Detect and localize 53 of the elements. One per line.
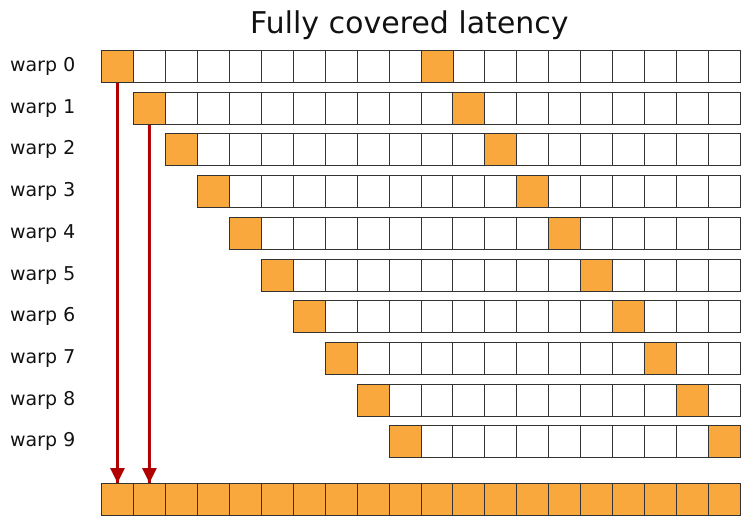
busy-slot: [484, 483, 518, 516]
busy-slot: [516, 483, 550, 516]
title: Fully covered latency: [250, 6, 569, 41]
busy-slot: [132, 92, 166, 125]
busy-slot: [292, 300, 326, 334]
arrow: [142, 124, 157, 483]
busy-slot: [260, 258, 294, 292]
busy-slot: [708, 483, 741, 516]
busy-slot: [196, 483, 230, 516]
busy-slot: [484, 133, 518, 166]
busy-slot: [356, 384, 390, 417]
row-label: warp 4: [10, 220, 76, 243]
busy-slot: [580, 258, 614, 292]
busy-slot: [132, 483, 166, 516]
row-label: warp 7: [10, 346, 76, 368]
row-label: warp 3: [10, 179, 76, 202]
busy-slot: [101, 50, 134, 83]
busy-slot: [164, 133, 198, 166]
busy-slot: [388, 483, 422, 516]
row-label: warp 0: [10, 54, 76, 76]
busy-slot: [164, 483, 198, 516]
busy-slot: [644, 483, 678, 516]
busy-slot: [228, 216, 262, 250]
busy-slot: [420, 483, 454, 516]
busy-slot: [676, 384, 710, 417]
busy-slot: [516, 175, 550, 208]
busy-slot: [196, 175, 230, 208]
busy-slot: [612, 300, 646, 334]
busy-slot: [356, 483, 390, 516]
busy-slot: [580, 483, 614, 516]
row-label: warp 5: [10, 262, 76, 284]
busy-slot: [101, 483, 134, 516]
row-label: warp 2: [10, 137, 76, 160]
busy-slot: [324, 342, 358, 375]
row-label: warp 9: [10, 429, 76, 452]
busy-slot: [324, 483, 358, 516]
busy-slot: [548, 483, 582, 516]
busy-slot: [676, 483, 710, 516]
busy-slot: [292, 483, 326, 516]
busy-slot: [260, 483, 294, 516]
busy-slot: [452, 483, 486, 516]
busy-slot: [452, 92, 486, 125]
busy-slot: [548, 216, 582, 250]
busy-slot: [228, 483, 262, 516]
busy-slot: [420, 50, 454, 83]
row-label: warp 8: [10, 388, 76, 410]
row-label: warp 6: [10, 304, 76, 326]
arrow: [110, 83, 125, 483]
busy-slot: [644, 342, 678, 375]
busy-slot: [708, 425, 741, 458]
busy-slot: [612, 483, 646, 516]
busy-slot: [388, 425, 422, 458]
row-label: warp 1: [10, 96, 76, 118]
